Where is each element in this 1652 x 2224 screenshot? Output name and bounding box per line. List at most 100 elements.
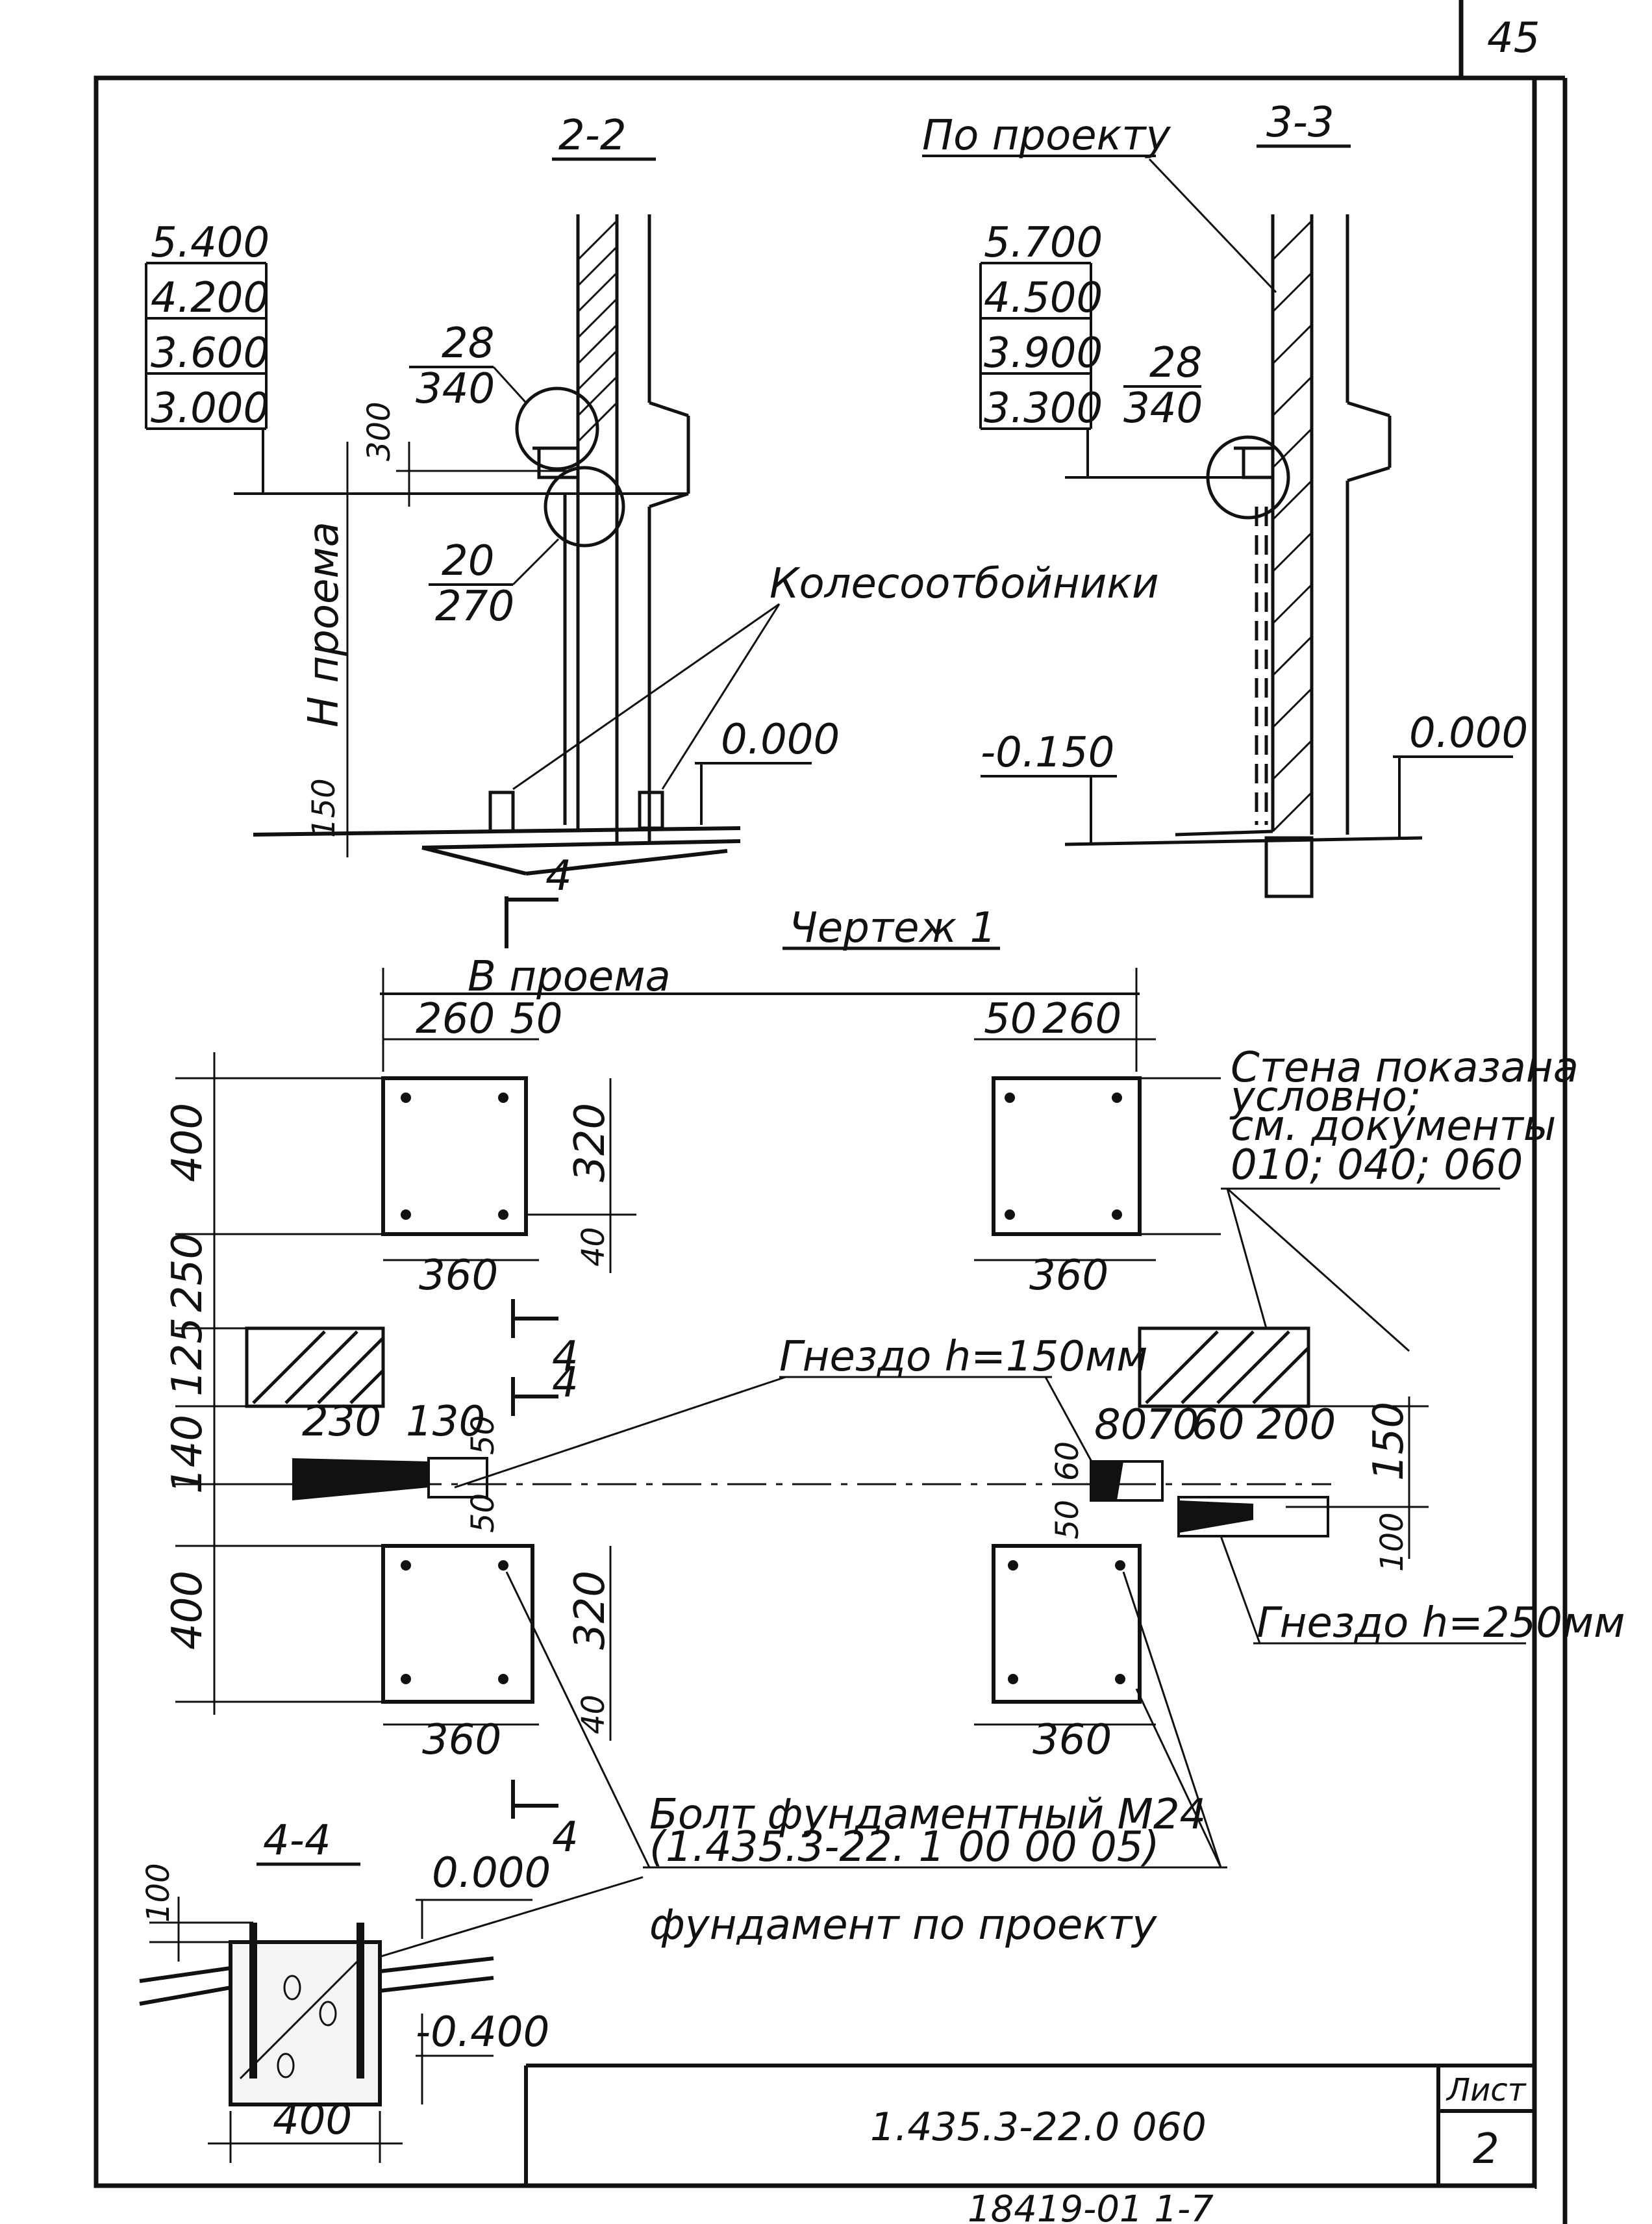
- right-vdim-100: 100: [1374, 1512, 1410, 1572]
- right-dim-260: 260: [1042, 995, 1121, 1043]
- wheel-guards-leaders: [512, 603, 781, 790]
- wheel-guards-label: Колесоотбойники: [770, 560, 1159, 608]
- list-number: 2: [1473, 2125, 1499, 2173]
- foundation-block: [139, 1923, 494, 2106]
- zero-level-4-4: 0.000: [432, 1849, 551, 1897]
- wall-note-line-4: 010; 040; 060: [1231, 1141, 1523, 1189]
- right-vdim-50: 50: [1049, 1500, 1086, 1539]
- drawing-1: Чертеж 1 B проема: [164, 904, 1625, 1963]
- zero-level-2-2: 0.000: [721, 716, 840, 764]
- right-bolts: [1005, 1093, 1125, 1684]
- left-dim-50: 50: [510, 995, 562, 1043]
- level-3-3-1: 5.700: [984, 219, 1103, 267]
- sheet-corner-number: 45: [1487, 14, 1540, 62]
- left-dim-320a: 320: [566, 1103, 614, 1182]
- level-3-3-2: 4.500: [984, 274, 1103, 322]
- column-2-2-hatch: [577, 220, 618, 443]
- dim-300: [396, 442, 571, 507]
- bracket-2-2: [515, 386, 625, 825]
- right-dims: [974, 1038, 1429, 1726]
- right-nests: [1090, 1460, 1329, 1537]
- po-proektu-label: По проекту: [922, 112, 1171, 160]
- left-bolts: [401, 1093, 508, 1684]
- callout-2-2-bottom-num: 20: [442, 537, 494, 585]
- ground-2-2: [253, 790, 741, 876]
- left-nest-50-low: 50: [465, 1493, 501, 1533]
- left-nest-230: 230: [302, 1398, 381, 1446]
- list-label: Лист: [1446, 2072, 1527, 2108]
- section-marker-2-2-text: 4: [545, 852, 572, 900]
- column-3-3-hatch: [1271, 220, 1313, 833]
- zero-level-3-3: 0.000: [1409, 709, 1528, 757]
- right-wall: [1138, 1326, 1310, 1408]
- callout-2-2-bottom-den: 270: [435, 583, 514, 631]
- left-marker-4a: 4: [552, 1333, 579, 1381]
- left-marker-4b: 4: [552, 1359, 579, 1407]
- sheet-frame: [94, 0, 1568, 2224]
- column-3-3: [1206, 214, 1392, 835]
- bolt-note-leaders: [505, 1571, 1222, 1868]
- left-nest-130: 130: [406, 1398, 485, 1446]
- level-2-2-2: 4.200: [151, 274, 269, 322]
- wall-note-line-3: см. документы: [1231, 1102, 1556, 1150]
- column-2-2: [576, 214, 690, 844]
- left-plates: [381, 1076, 534, 1704]
- right-nest-60: 60: [1192, 1401, 1244, 1449]
- left-dim-40a: 40: [575, 1227, 612, 1267]
- section-4-4-dims: [149, 1897, 532, 2163]
- left-nest-50: 50: [465, 1415, 501, 1455]
- level-3-3-4: 3.300: [984, 385, 1103, 433]
- foundation-concrete-marks: [239, 1954, 365, 2080]
- left-dim-360b: 360: [422, 1716, 501, 1764]
- section-2-2: 2-2 5.400 4.200 3.600 3.000: [145, 112, 1159, 948]
- right-vdim-150: 150: [1365, 1402, 1413, 1481]
- level-2-2-4: 3.000: [151, 385, 269, 433]
- bolt-note-line-1: Болт фундаментный М24: [649, 1791, 1206, 1839]
- right-plates: [992, 1076, 1142, 1704]
- right-dim-360a: 360: [1029, 1252, 1108, 1300]
- dim-100-4-4: 100: [140, 1863, 177, 1923]
- level-3-3-3: 3.900: [984, 329, 1103, 377]
- right-nest-70: 70: [1146, 1401, 1199, 1449]
- level-table-3-3: [979, 262, 1273, 479]
- nest-150-label: Гнездо h=150мм: [779, 1333, 1148, 1381]
- wall-note-line-2: условно;: [1229, 1073, 1421, 1121]
- section-2-2-title: 2-2: [558, 112, 627, 160]
- section-4-4-title: 4-4: [263, 1817, 331, 1865]
- width-4-4: 400: [273, 2096, 352, 2144]
- left-dim-260: 260: [416, 995, 495, 1043]
- drawing-1-title: Чертеж 1: [789, 904, 996, 952]
- level-table-2-2: [145, 262, 688, 495]
- left-vdim-400a: 400: [164, 1103, 212, 1182]
- level-2-2-1: 5.400: [151, 219, 269, 267]
- sheet-code: 1.435.3-22.0 060: [870, 2104, 1207, 2150]
- wall-note-line-1: Стена показана: [1231, 1044, 1579, 1092]
- left-section-markers: [511, 1299, 558, 1819]
- callout-3-3-num: 28: [1149, 339, 1202, 387]
- left-vdim-125: 125: [164, 1317, 212, 1396]
- section-4-4: 4-4 100 0.: [139, 1817, 551, 2163]
- title-block: [524, 2064, 1534, 2186]
- nest-150-leaders: [454, 1376, 1105, 1489]
- nest-250-label: Гнездо h=250мм: [1257, 1599, 1625, 1647]
- bottom-stamp: 18419-01 1-7: [968, 2188, 1214, 2224]
- callout-3-3-den: 340: [1123, 385, 1203, 433]
- ground-3-3: [1064, 829, 1423, 898]
- left-dim-360a: 360: [419, 1252, 498, 1300]
- right-nest-200: 200: [1257, 1401, 1336, 1449]
- callout-2-2-top-den: 340: [416, 365, 495, 413]
- minus-level-4-4: -0.400: [416, 2008, 549, 2056]
- left-marker-4c: 4: [552, 1813, 579, 1862]
- right-nest-80: 80: [1094, 1401, 1147, 1449]
- section-3-3-title: 3-3: [1266, 99, 1334, 147]
- left-nest: [292, 1457, 488, 1500]
- minus-level-3-3: -0.150: [981, 729, 1114, 777]
- left-vdim-140: 140: [164, 1415, 212, 1494]
- left-dim-40b: 40: [575, 1695, 612, 1734]
- callout-2-2-top-num: 28: [442, 320, 494, 368]
- nest-250-leaders: [1220, 1535, 1526, 1645]
- right-vdim-60: 60: [1049, 1441, 1086, 1481]
- wall-note-leaders: [1221, 1187, 1500, 1352]
- section-3-3: 3-3 По проекту 5.700 4.500 3.900 3.300: [922, 99, 1528, 898]
